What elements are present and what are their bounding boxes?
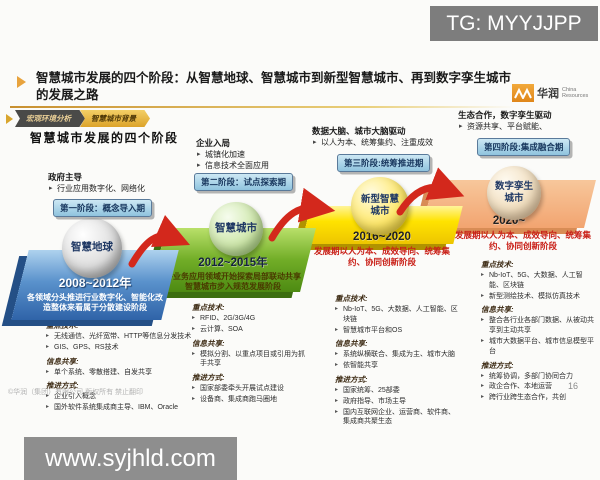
detail-item: GIS、GPS、RS技术 bbox=[46, 343, 198, 353]
detail-item: 国家统筹、25部委 bbox=[335, 386, 459, 396]
detail-heading: 推进方式: bbox=[46, 381, 79, 391]
stage4-callout-title: 生态合作，数字孪生驱动 bbox=[458, 110, 552, 120]
logo-en-text: China Resources bbox=[562, 86, 589, 99]
stage2-sphere-label: 智慧城市 bbox=[215, 222, 257, 235]
detail-heading: 推进方式: bbox=[192, 373, 225, 383]
detail-item: 模拟分割、以重点项目或引用为抓手共享 bbox=[192, 350, 310, 370]
section-title: 智慧城市发展的四个阶段 bbox=[30, 131, 179, 145]
stage1-description: 各领域分头推进行业数字化、智能化改造整体来看属于分散建设阶段 bbox=[27, 293, 163, 313]
detail-item: RFID、2G/3G/4G bbox=[192, 314, 310, 324]
detail-heading: 信息共享: bbox=[335, 339, 368, 349]
detail-heading: 重点技术: bbox=[46, 321, 79, 330]
detail-item: 系统纵横联合、集成为主、城市大脑 bbox=[335, 350, 459, 360]
slide-title: 智慧城市发展的四个阶段：从智慧地球、智慧城市到新型智慧城市、再到数字孪生城市的发… bbox=[36, 71, 512, 102]
stage4-callout: 生态合作，数字孪生驱动 资源共享、平台赋能、 bbox=[458, 109, 598, 133]
stage1-sphere-label: 智慧地球 bbox=[71, 241, 113, 254]
stage3-callout: 数据大脑、城市大脑驱动 以人为本、统筹集约、注重成效 bbox=[312, 125, 464, 149]
detail-item: 新型测绘技术、模拟仿真技术 bbox=[481, 292, 595, 302]
china-resources-logo: 华润 China Resources bbox=[512, 84, 594, 102]
logo-mark-icon bbox=[512, 84, 534, 102]
stage4-sphere: 数字孪生城市 bbox=[487, 166, 541, 220]
detail-item: 无线通信、光纤宽带、HTTP等信息分发技术 bbox=[46, 332, 198, 342]
detail-item: 单个系统、零散搭建、自发共享 bbox=[46, 368, 198, 378]
stage2-callout-title: 企业入局 bbox=[196, 138, 231, 148]
stage1-callout-bullet: 行业应用数字化、网络化 bbox=[48, 184, 198, 195]
stage2-badge: 第二阶段：试点探索期 bbox=[194, 173, 294, 191]
detail-heading: 重点技术: bbox=[481, 260, 514, 269]
detail-item: 跨行业跨生态合作，共创 bbox=[481, 393, 595, 403]
detail-item: 统筹协调，多部门协同合力 bbox=[481, 372, 595, 382]
breadcrumb-tab-background: 智慧城市背景 bbox=[80, 110, 150, 127]
detail-item: 城市大数据平台、城市信息模型平台 bbox=[481, 337, 595, 357]
detail-item: 依智能共享 bbox=[335, 361, 459, 371]
logo-cn-text: 华润 bbox=[537, 88, 559, 100]
detail-heading: 信息共享: bbox=[46, 356, 79, 366]
stage4-badge: 第四阶段:集成融合期 bbox=[477, 138, 571, 156]
tg-watermark-box: TG: MYYJJPP bbox=[430, 6, 598, 41]
site-watermark-box: www.syjhld.com bbox=[24, 437, 237, 480]
stage3-description: 发展期以人为本、成效导向、统筹集约、协同创新阶段 bbox=[313, 246, 450, 268]
stage1-details: 重点技术: 无线通信、光纤宽带、HTTP等信息分发技术 GIS、GPS、RS技术… bbox=[46, 317, 198, 414]
breadcrumb: 宏观环境分析 智慧城市背景 bbox=[6, 110, 150, 127]
stage2-callout-bullet: 信息技术全面应用 bbox=[196, 161, 326, 172]
stage3-details: 重点技术: Nb-IoT、5G、大数据、人工智能、区块链 智慧城市平台和OS 信… bbox=[335, 290, 459, 428]
stage3-callout-bullet: 以人为本、统筹集约、注重成效 bbox=[312, 138, 464, 149]
detail-item: 云计算、SOA bbox=[192, 325, 310, 335]
stage1-badge: 第一阶段：概念导入期 bbox=[53, 199, 153, 217]
detail-item: 政企合作、本地运营 bbox=[481, 382, 595, 392]
detail-item: Nb-IoT、5G、大数据、人工智能、区块链 bbox=[335, 305, 459, 325]
detail-item: 政府指导、市场主导 bbox=[335, 397, 459, 407]
stage2-details: 重点技术: RFID、2G/3G/4G 云计算、SOA 信息共享: 模拟分割、以… bbox=[192, 299, 310, 406]
detail-item: 智慧城市平台和OS bbox=[335, 326, 459, 336]
detail-item: 国内互联网企业、运营商、软件商、集成商共聚生态 bbox=[335, 408, 459, 428]
detail-item: 国家部委牵头开展试点建设 bbox=[192, 384, 310, 394]
title-chevron-icon bbox=[17, 76, 26, 88]
stage2-callout-bullet: 城镇化加速 bbox=[196, 150, 326, 161]
detail-heading: 重点技术: bbox=[192, 303, 225, 312]
detail-item: 设备商、集成商跑马圈地 bbox=[192, 395, 310, 405]
stage1-callout: 政府主导 行业应用数字化、网络化 bbox=[48, 171, 198, 195]
stage3-badge: 第三阶段:统筹推进期 bbox=[337, 154, 431, 172]
stage4-callout-bullet: 资源共享、平台赋能、 bbox=[458, 122, 598, 133]
detail-item: 国外软件系统集成商主导、IBM、Oracle bbox=[46, 403, 198, 413]
stage4-details: 重点技术: Nb-IoT、5G、大数据、人工智能、区块链 新型测绘技术、模拟仿真… bbox=[481, 256, 595, 404]
stage3-callout-title: 数据大脑、城市大脑驱动 bbox=[312, 126, 406, 136]
detail-heading: 推进方式: bbox=[335, 374, 368, 384]
stage2-callout: 企业入局 城镇化加速 信息技术全面应用 bbox=[196, 137, 326, 172]
breadcrumb-chevron-icon bbox=[6, 113, 13, 124]
detail-heading: 推进方式: bbox=[481, 360, 514, 370]
detail-heading: 重点技术: bbox=[335, 294, 368, 303]
stage3-sphere-label: 新型智慧城市 bbox=[360, 194, 399, 217]
stage2-sphere: 智慧城市 bbox=[209, 202, 263, 256]
breadcrumb-tab-macro: 宏观环境分析 bbox=[15, 110, 85, 127]
stage2-description: 各业务应用领域开始探索局部联动共享智慧城市步入规范发展阶段 bbox=[165, 272, 301, 292]
stage1-sphere: 智慧地球 bbox=[62, 218, 122, 278]
stage3-sphere: 新型智慧城市 bbox=[351, 177, 409, 235]
detail-item: Nb-IoT、5G、大数据、人工智能、区块链 bbox=[481, 271, 595, 291]
detail-heading: 信息共享: bbox=[192, 338, 225, 348]
stage1-callout-title: 政府主导 bbox=[48, 172, 83, 182]
detail-item: 企业引入概念 bbox=[46, 392, 198, 402]
title-underline bbox=[10, 106, 515, 108]
detail-item: 整合各行业各部门数据、从被动共享到主动共享 bbox=[481, 316, 595, 336]
detail-heading: 信息共享: bbox=[481, 305, 514, 315]
stage4-description: 发展期以人为本、成效导向、统筹集约、协同创新阶段 bbox=[454, 230, 591, 252]
stage4-sphere-label: 数字孪生城市 bbox=[494, 181, 533, 204]
copyright-watermark: ©华润（集团）有限公司 版权所有 禁止翻印 bbox=[8, 389, 144, 396]
